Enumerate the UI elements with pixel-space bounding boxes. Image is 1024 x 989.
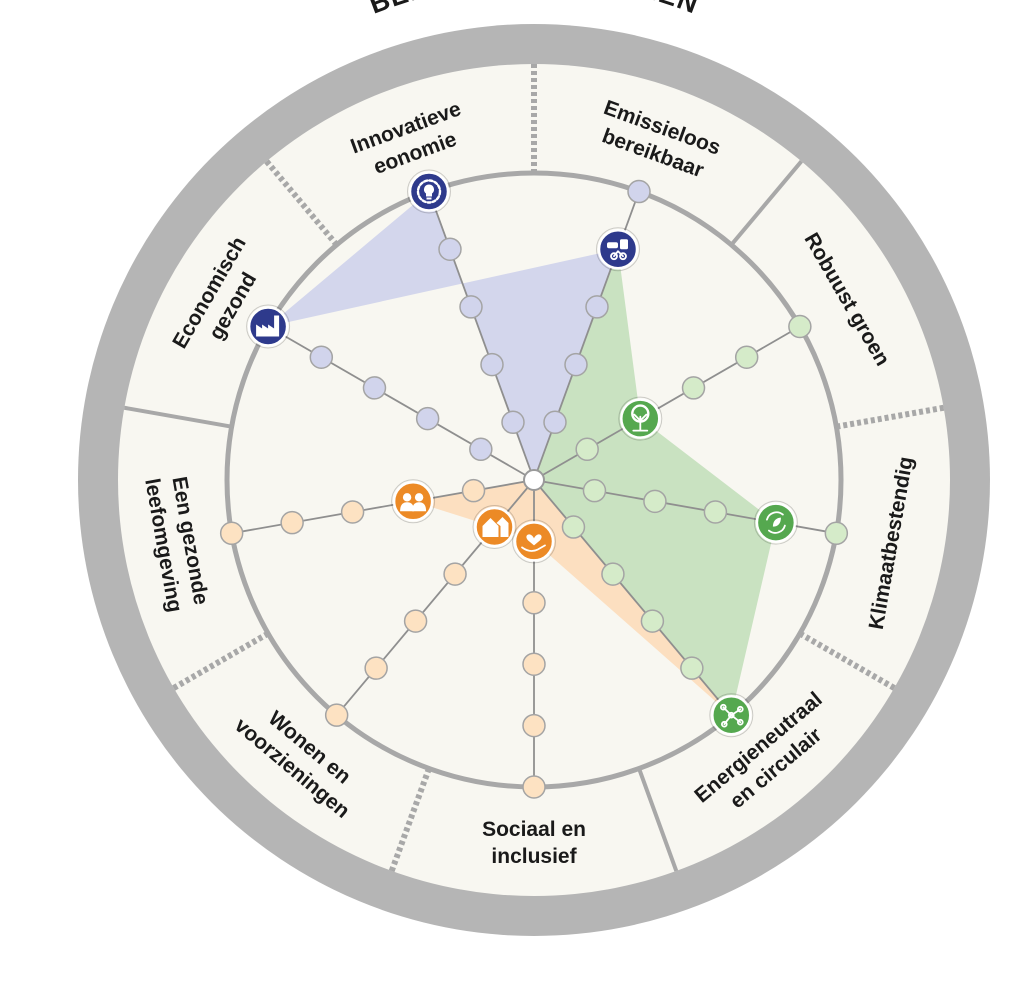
scale-node — [575, 437, 599, 462]
chart-title-text: BEDRIJVENTERREINEN — [365, 0, 702, 20]
sector-divider — [637, 767, 679, 872]
scale-node — [627, 179, 651, 204]
center-node — [523, 469, 545, 491]
scale-node — [403, 609, 428, 633]
scale-node — [824, 521, 849, 546]
scale-node — [703, 500, 728, 524]
scale-node — [601, 562, 625, 586]
heart-hand-icon — [512, 519, 556, 564]
sector-divider — [729, 160, 803, 247]
scale-node — [324, 703, 349, 727]
scale-node — [309, 345, 334, 369]
lightbulb-gear-icon — [407, 169, 451, 214]
people-icon — [391, 479, 436, 524]
sector-divider — [123, 405, 233, 429]
scale-node — [788, 314, 812, 339]
axis-label-line: inclusief — [491, 845, 577, 868]
scale-node — [438, 237, 462, 261]
scale-node — [280, 510, 304, 535]
scale-node — [582, 478, 607, 503]
scale-node — [415, 406, 440, 431]
scale-node — [680, 656, 704, 680]
scale-node — [564, 352, 588, 377]
sector-dividers — [123, 64, 945, 872]
scale-node — [364, 656, 388, 680]
leaf-cycle-icon — [753, 500, 798, 545]
car-bus-bike-icon — [596, 227, 640, 272]
scale-node — [443, 562, 467, 586]
chart-title: BEDRIJVENTERREINEN — [365, 0, 703, 20]
scale-node — [734, 345, 759, 369]
blue-area — [268, 191, 618, 480]
scale-node — [461, 478, 486, 503]
network-icon — [709, 693, 754, 738]
scale-node — [219, 521, 244, 546]
scale-node — [469, 437, 493, 462]
factory-icon — [246, 304, 291, 349]
scale-nodes — [219, 179, 849, 799]
scale-node — [561, 515, 586, 539]
houses-icon — [472, 505, 517, 549]
tree-icon — [618, 396, 663, 441]
scale-node — [522, 591, 546, 615]
scale-node — [340, 500, 365, 524]
scale-node — [501, 410, 525, 435]
axis-label-line: Sociaal en — [482, 818, 586, 841]
value-icons — [246, 169, 798, 738]
scale-node — [480, 352, 504, 377]
scale-node — [643, 489, 667, 514]
scale-node — [522, 775, 546, 799]
scale-node — [522, 713, 546, 738]
scale-node — [362, 376, 387, 400]
axis-label-sociaal-en-inclusief: Sociaal en inclusief — [482, 818, 586, 868]
scale-node — [459, 295, 483, 319]
scale-node — [640, 609, 665, 633]
scale-node — [681, 376, 706, 400]
green-area — [534, 249, 776, 716]
scale-node — [585, 295, 609, 319]
scale-node — [543, 410, 567, 435]
scale-node — [522, 652, 546, 676]
